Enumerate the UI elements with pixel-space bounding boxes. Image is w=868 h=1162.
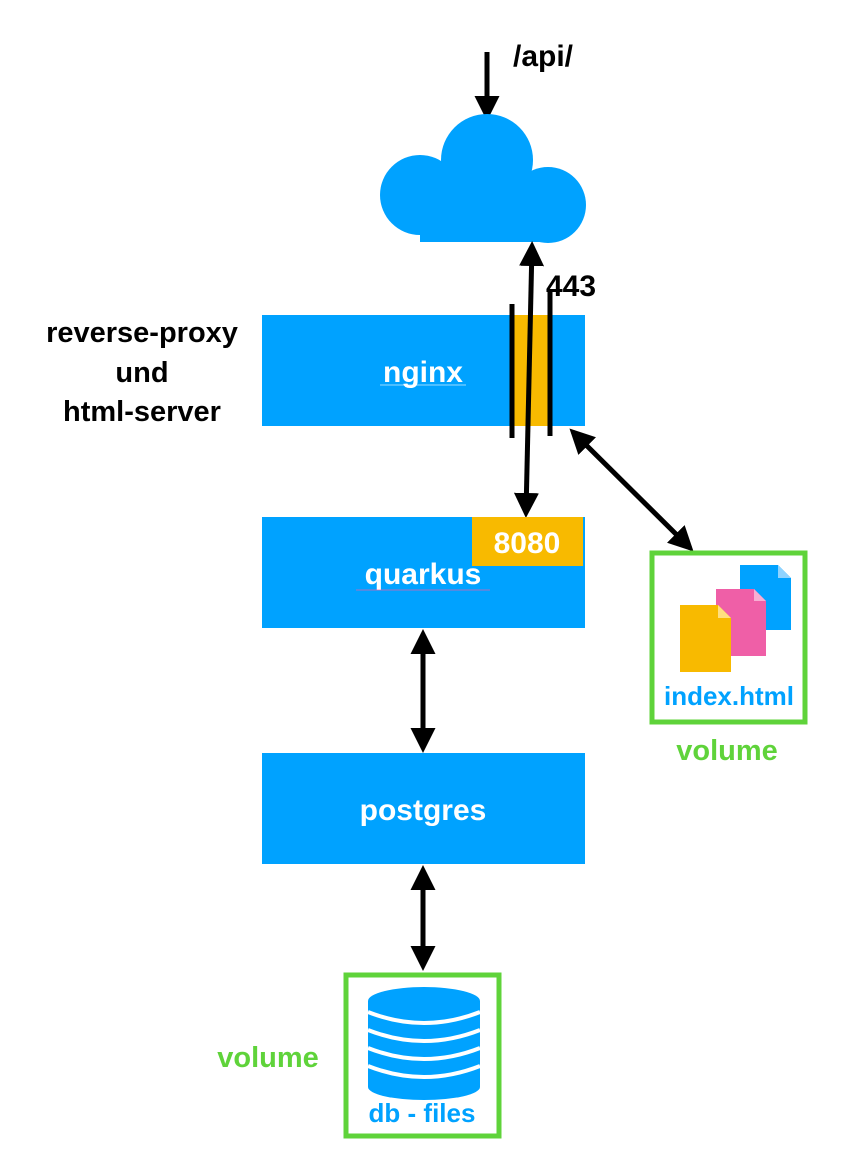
html-volume-caption: volume [676,735,778,767]
nginx-label: nginx [383,356,463,389]
index-html-label: index.html [664,681,794,711]
postgres-box [262,753,585,864]
cloud-quarkus-arrow [513,241,545,518]
postgres-label: postgres [360,794,487,827]
db-volume-caption: volume [217,1042,319,1074]
api-label: /api/ [513,40,574,73]
documents-icon [680,565,791,672]
db-files-label: db - files [369,1098,476,1128]
nginx-role-line-1: reverse-proxy [46,317,238,349]
database-icon [367,987,481,1100]
quarkus-label: quarkus [365,558,482,591]
port-8080-label: 8080 [494,527,561,560]
port-8080-badge [472,517,583,566]
nginx-volume-arrow [569,428,694,552]
cloud-icon [380,114,586,243]
nginx-role-line-2: und [115,357,168,389]
nginx-role-line-3: html-server [63,396,221,428]
port-443-label: 443 [546,270,596,303]
